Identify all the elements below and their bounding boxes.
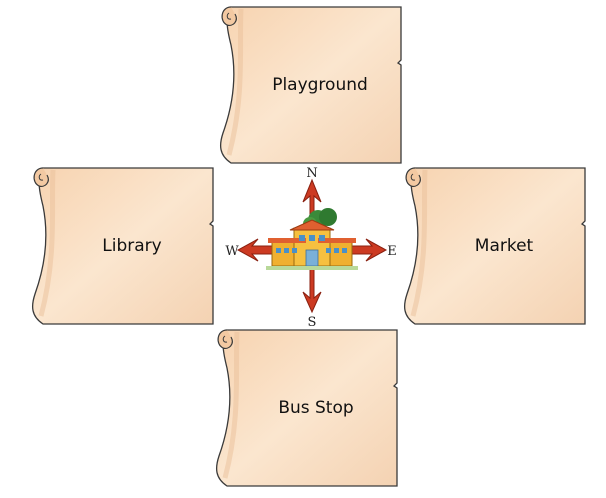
- card-south: Bus Stop: [213, 328, 399, 488]
- north-letter: N: [306, 166, 317, 181]
- west-letter: W: [225, 244, 239, 259]
- place-label-east: Market: [474, 236, 534, 256]
- compass-arrows: [236, 178, 388, 314]
- east-letter: E: [387, 244, 397, 259]
- card-east: Market: [401, 166, 587, 326]
- card-west: Library: [29, 166, 215, 326]
- arrow-west: [236, 238, 273, 262]
- place-label-south: Bus Stop: [278, 398, 354, 418]
- compass-diagram: N S W E: [225, 166, 396, 330]
- place-label-west: Library: [102, 236, 162, 256]
- place-label-north: Playground: [272, 75, 368, 95]
- school-building-icon: [266, 208, 358, 270]
- card-north: Playground: [217, 5, 403, 165]
- arrow-east: [351, 238, 388, 262]
- compass-letters: N S W E: [225, 166, 396, 330]
- south-letter: S: [308, 315, 317, 330]
